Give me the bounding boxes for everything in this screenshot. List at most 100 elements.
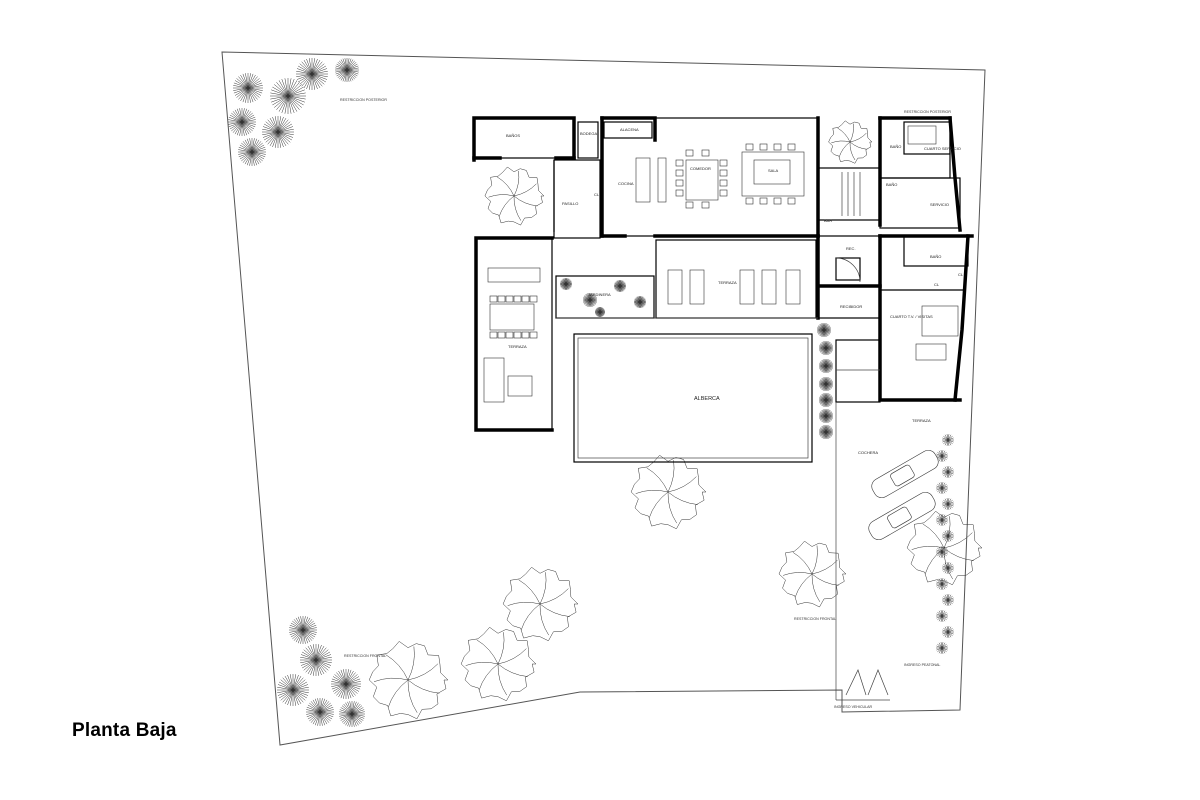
tree-icon: [270, 78, 306, 114]
tree-icon: [936, 482, 948, 494]
house-walls: [472, 116, 974, 701]
label-cocina: COCINA: [618, 181, 634, 186]
tree-icon: [339, 701, 365, 727]
label-banos: BAÑOS: [506, 133, 520, 138]
tree-icon: [306, 698, 334, 726]
tree-icon: [942, 594, 954, 606]
tree-icon: [942, 530, 954, 542]
furniture: [483, 125, 959, 696]
chair-icon: [759, 143, 768, 151]
chair-icon: [773, 143, 782, 151]
tree-icon: [560, 278, 572, 290]
tree-icon: [296, 58, 328, 90]
tree-icon: [819, 377, 833, 391]
label-terraza-3: TERRAZA: [912, 418, 931, 423]
label-cl-1: CL: [594, 192, 600, 197]
tree-icon: [817, 323, 831, 337]
tree-icon: [819, 393, 833, 407]
tree-icon: [942, 466, 954, 478]
label-bano-3: BAÑO: [930, 254, 941, 259]
chair-icon: [675, 179, 684, 187]
tree-icon: [238, 138, 266, 166]
tree-icon: [819, 359, 833, 373]
chair-icon: [489, 331, 498, 339]
tree-icon: [502, 566, 579, 642]
label-restriccion-frontal-2: RESTRICCION FRONTAL: [344, 654, 386, 658]
chair-icon: [675, 159, 684, 167]
landscape-trees: [228, 58, 983, 727]
chair-icon: [521, 331, 530, 339]
chair-icon: [675, 169, 684, 177]
tree-icon: [634, 296, 646, 308]
chair-icon: [505, 331, 514, 339]
tree-icon: [936, 514, 948, 526]
label-recibidor: RECIBIDOR: [840, 304, 862, 309]
tree-icon: [484, 166, 545, 226]
tree-icon: [936, 546, 948, 558]
label-comedor: COMEDOR: [690, 166, 711, 171]
chair-icon: [701, 149, 710, 157]
tree-icon: [819, 425, 833, 439]
chair-icon: [787, 197, 796, 205]
label-restriccion-posterior-1: RESTRICCION POSTERIOR: [340, 98, 387, 102]
label-cl-3: CL: [934, 282, 940, 287]
label-ingreso-vehicular: INGRESO VEHICULAR: [834, 705, 873, 709]
tree-icon: [936, 578, 948, 590]
chair-icon: [685, 149, 694, 157]
tree-icon: [368, 641, 449, 720]
tree-icon: [595, 307, 605, 317]
label-cuarto-servicio: CUARTO SERVICIO: [924, 146, 961, 151]
plan-title: Planta Baja: [72, 720, 177, 741]
chair-icon: [497, 295, 506, 303]
tree-icon: [906, 510, 983, 586]
chair-icon: [513, 331, 522, 339]
tree-icon: [262, 116, 294, 148]
label-bodega: BODEGA: [580, 131, 597, 136]
label-pasillo: PASILLO: [562, 201, 578, 206]
chair-icon: [719, 189, 728, 197]
chair-icon: [745, 143, 754, 151]
label-bano-2: BAÑO: [886, 182, 897, 187]
label-cl-2: CL: [958, 272, 964, 277]
chair-icon: [529, 331, 538, 339]
tree-icon: [819, 341, 833, 355]
tree-icon: [335, 58, 359, 82]
label-alberca: ALBERCA: [694, 396, 720, 402]
label-cuarto-visitas: CUARTO T.V. / VISITAS: [890, 314, 933, 319]
tree-icon: [936, 642, 948, 654]
chair-icon: [685, 201, 694, 209]
chair-icon: [675, 189, 684, 197]
tree-icon: [289, 616, 317, 644]
tree-icon: [233, 73, 263, 103]
label-jardinera: JARDINERA: [588, 292, 611, 297]
tree-icon: [228, 108, 256, 136]
tree-icon: [460, 626, 537, 702]
tree-icon: [331, 669, 361, 699]
tree-icon: [942, 498, 954, 510]
room-labels: BAÑOS BODEGA ALACENA COCINA COMEDOR SALA…: [340, 98, 964, 709]
chair-icon: [759, 197, 768, 205]
chair-icon: [529, 295, 538, 303]
lot-boundary: [221, 51, 986, 746]
tree-icon: [277, 674, 309, 706]
label-ingreso-peatonal: INGRESO PEATONAL: [904, 663, 940, 667]
tree-icon: [942, 562, 954, 574]
chair-icon: [513, 295, 522, 303]
tree-icon: [942, 626, 954, 638]
label-alacena: ALACENA: [620, 127, 639, 132]
label-restriccion-posterior-2: RESTRICCION POSTERIOR: [904, 110, 951, 114]
tree-icon: [614, 280, 626, 292]
chair-icon: [787, 143, 796, 151]
chair-icon: [773, 197, 782, 205]
tree-icon: [819, 409, 833, 423]
tree-icon: [300, 644, 332, 676]
label-cochera: COCHERA: [858, 450, 878, 455]
chair-icon: [489, 295, 498, 303]
label-servicio: SERVICIO: [930, 202, 949, 207]
tree-icon: [828, 120, 873, 164]
tree-icon: [583, 293, 597, 307]
chair-icon: [719, 179, 728, 187]
label-terraza-2: TERRAZA: [718, 280, 737, 285]
chair-icon: [701, 201, 710, 209]
